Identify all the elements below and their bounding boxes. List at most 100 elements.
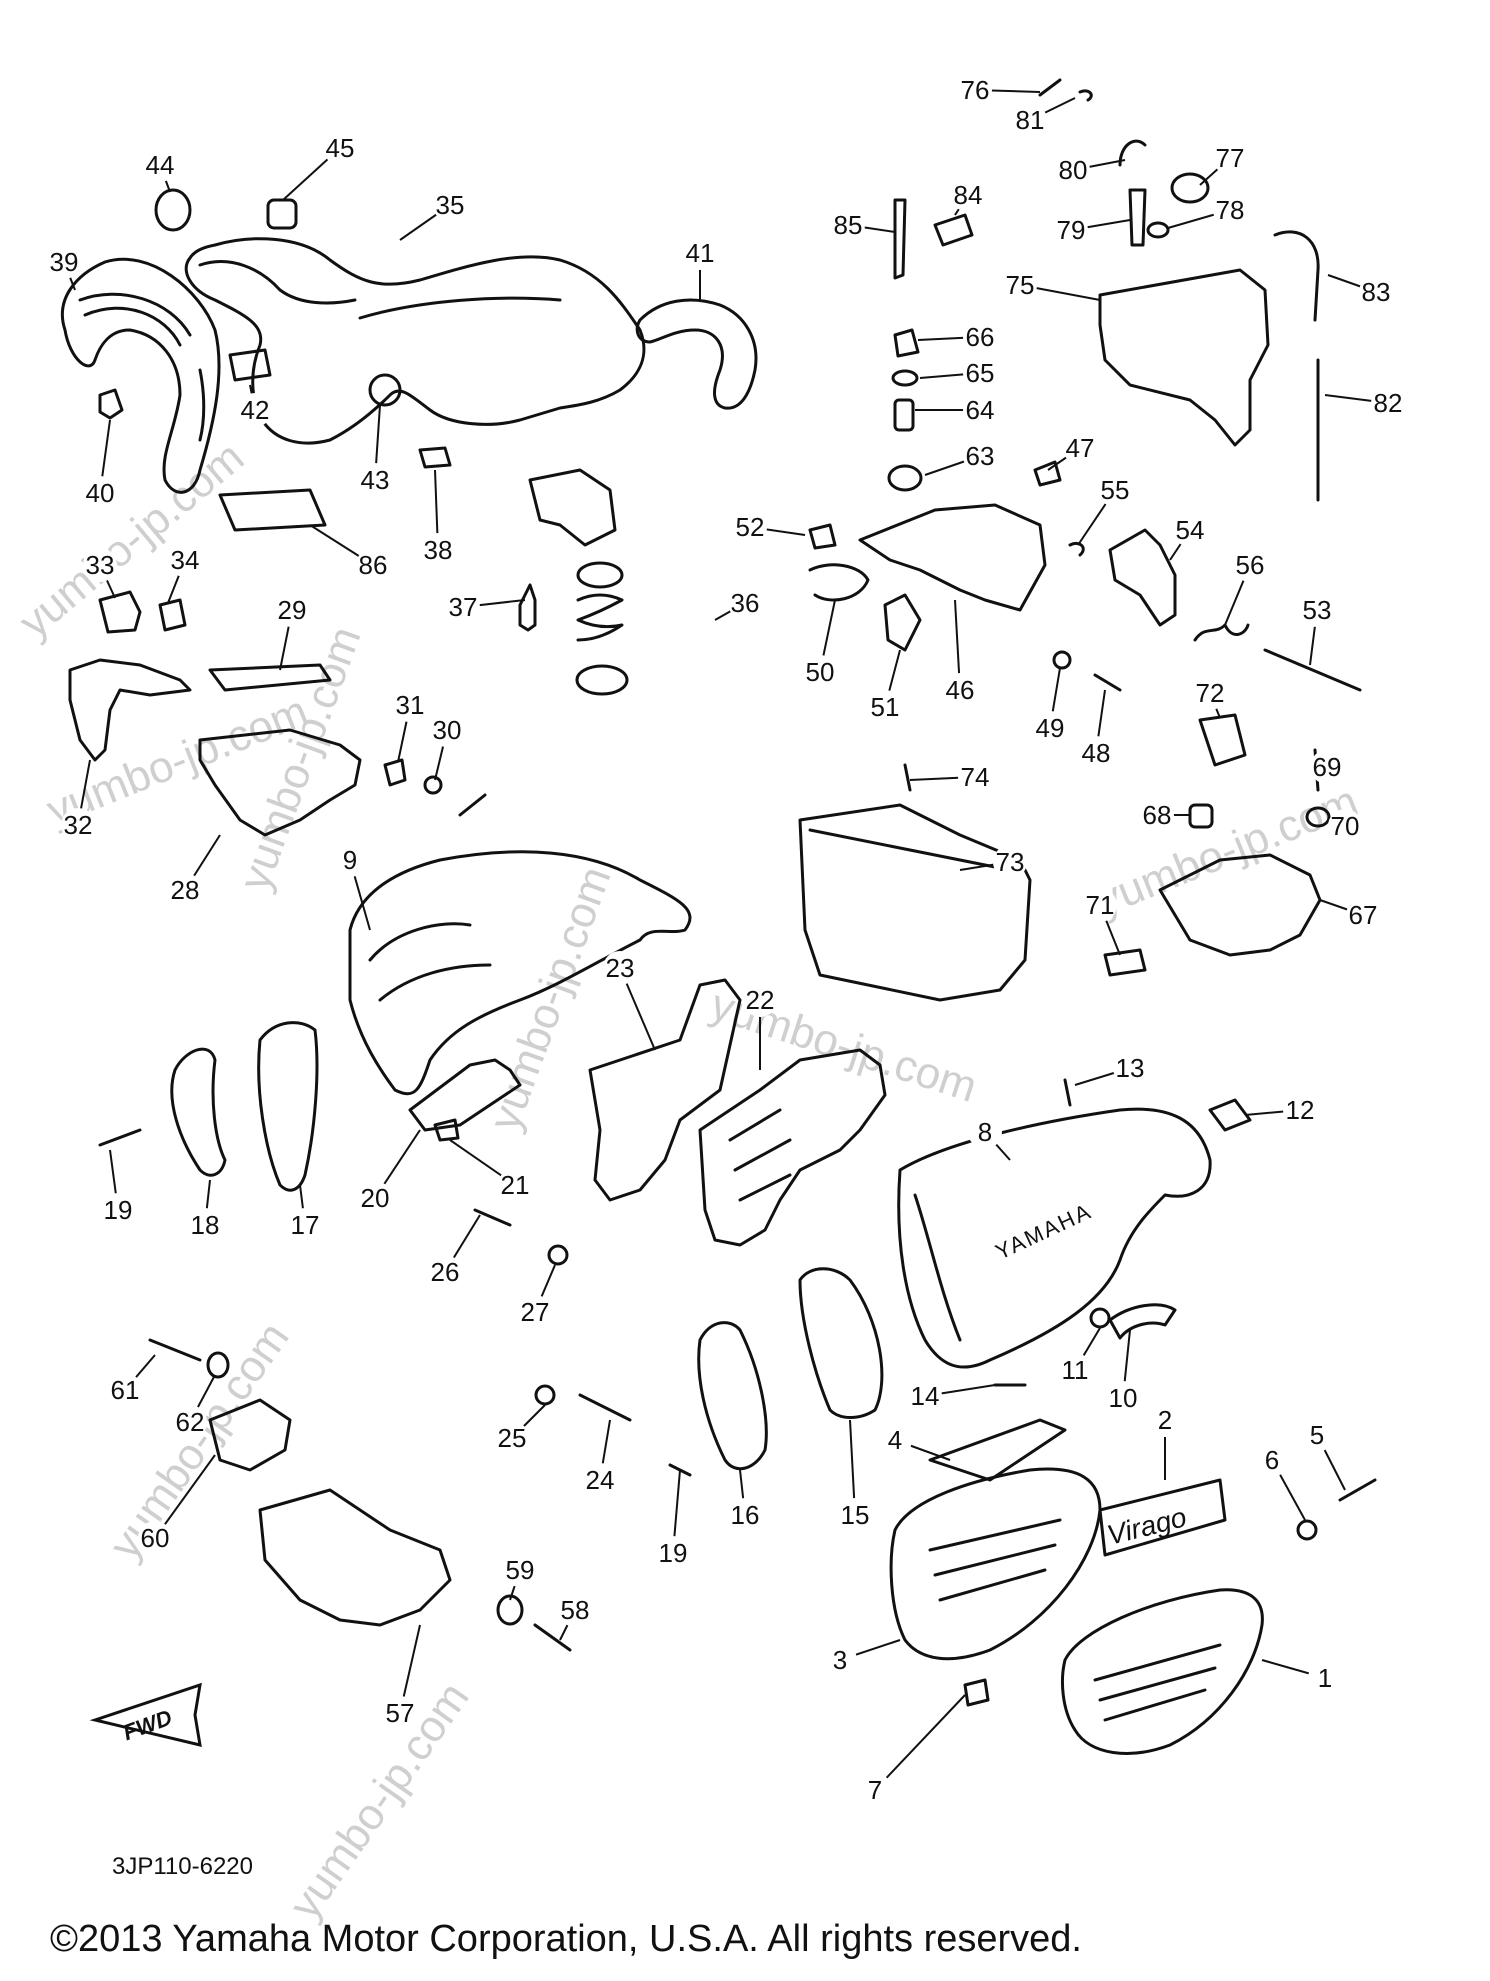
callout-number: 83 xyxy=(1362,277,1391,307)
callout-number: 80 xyxy=(1059,155,1088,185)
callout-number: 81 xyxy=(1016,105,1045,135)
part-52-plate xyxy=(883,593,922,652)
callout-number: 70 xyxy=(1331,811,1360,841)
callout-number: 84 xyxy=(954,180,983,210)
callout-number: 9 xyxy=(343,845,357,875)
callout-label-bg xyxy=(656,1536,690,1570)
part-37-washer xyxy=(576,561,624,589)
part-1-side-cover-ribs xyxy=(1093,1643,1222,1722)
part-42-grab-handle xyxy=(635,298,758,410)
callout-number: 53 xyxy=(1303,595,1332,625)
callout-label-bg xyxy=(138,1521,172,1555)
callout-number: 6 xyxy=(1265,1445,1279,1475)
part-10-clamp xyxy=(1108,1303,1177,1340)
callout-label-bg xyxy=(1033,711,1067,745)
callout-number: 10 xyxy=(1109,1383,1138,1413)
callout-number: 73 xyxy=(996,847,1025,877)
part-8-side-cover xyxy=(897,1107,1212,1369)
callout-label-bg xyxy=(1359,275,1393,309)
callout-label-bg xyxy=(393,688,427,722)
part-25-washer xyxy=(534,1384,556,1406)
callout-label-bg xyxy=(383,1696,417,1730)
part-1-side-cover xyxy=(1060,1588,1264,1755)
callout-number: 41 xyxy=(686,238,715,268)
callout-label-bg xyxy=(275,593,309,627)
callout-number: 52 xyxy=(736,512,765,542)
callout-number: 37 xyxy=(449,592,478,622)
part-84-hose xyxy=(1273,230,1320,322)
callout-number: 55 xyxy=(1101,475,1130,505)
callout-label-bg xyxy=(83,548,117,582)
part-47-bracket xyxy=(858,503,1047,612)
part-50-washer xyxy=(1052,650,1072,670)
callout-label-bg xyxy=(803,655,837,689)
callout-number: 38 xyxy=(424,535,453,565)
part-56-clip xyxy=(1068,541,1085,557)
part-7-clip xyxy=(963,1678,990,1707)
part-71-nut xyxy=(1305,806,1331,828)
callout-number: 48 xyxy=(1082,738,1111,768)
callout-label-bg xyxy=(498,1168,532,1202)
callout-number: 27 xyxy=(521,1297,550,1327)
callout-label-bg xyxy=(831,208,865,242)
callout-number: 72 xyxy=(1196,678,1225,708)
callout-number: 33 xyxy=(86,550,115,580)
part-60-washer xyxy=(496,1594,524,1626)
callout-label-bg xyxy=(1346,898,1380,932)
callout-label-bg xyxy=(358,1181,392,1215)
callout-label-bg xyxy=(683,236,717,270)
callout-label-bg xyxy=(1300,1418,1334,1452)
callout-label-bg xyxy=(47,245,81,279)
callout-label-bg xyxy=(168,543,202,577)
callout-number: 30 xyxy=(433,715,462,745)
callout-label-bg xyxy=(963,320,997,354)
callout-label-bg xyxy=(83,476,117,510)
part-45-cap xyxy=(154,188,192,232)
part-43-pad xyxy=(228,348,272,382)
leader-line xyxy=(154,1454,216,1539)
callout-number: 28 xyxy=(171,875,200,905)
callout-label-bg xyxy=(1255,1443,1289,1477)
callout-label-bg xyxy=(1056,153,1090,187)
callout-number: 35 xyxy=(436,190,465,220)
leader-line xyxy=(874,1694,966,1791)
callout-number: 45 xyxy=(326,133,355,163)
part-5-bolt xyxy=(1338,1478,1377,1502)
callout-number: 26 xyxy=(431,1257,460,1287)
callout-number: 24 xyxy=(586,1465,615,1495)
part-40-grab-rail-ribs xyxy=(78,292,206,442)
callout-label-bg xyxy=(1213,141,1247,175)
part-28-cover xyxy=(198,728,362,837)
callout-number: 23 xyxy=(606,953,635,983)
callout-number: 31 xyxy=(396,690,425,720)
callout-label-bg xyxy=(428,1255,462,1289)
part-18-cover xyxy=(170,1047,227,1177)
callout-label-bg xyxy=(1079,736,1113,770)
part-75-bolt xyxy=(903,763,912,792)
callout-number: 39 xyxy=(50,247,79,277)
callout-label-bg xyxy=(168,873,202,907)
callout-label-bg xyxy=(823,1643,857,1677)
part-9-side-cover-inner xyxy=(368,922,492,1002)
callout-number: 16 xyxy=(731,1500,760,1530)
callout-label-bg xyxy=(1233,548,1267,582)
callout-number: 18 xyxy=(191,1210,220,1240)
callout-number: 1 xyxy=(1318,1663,1332,1693)
part-46-nut xyxy=(266,198,298,230)
callout-label-bg xyxy=(963,393,997,427)
callout-label-bg xyxy=(558,1593,592,1627)
callout-label-bg xyxy=(1283,1093,1317,1127)
callout-label-bg xyxy=(728,1498,762,1532)
part-20-bracket xyxy=(408,1058,522,1132)
part-77-pin xyxy=(1038,78,1062,97)
callout-number: 85 xyxy=(834,210,863,240)
callout-label-bg xyxy=(1063,431,1097,465)
callout-label-bg xyxy=(358,463,392,497)
callout-label-bg xyxy=(1013,103,1047,137)
part-22-plate-details xyxy=(728,1108,792,1202)
callout-label-bg xyxy=(173,1405,207,1439)
callout-label-bg xyxy=(993,845,1027,879)
part-23-plate xyxy=(588,978,742,1202)
part-54-shaft xyxy=(1263,648,1362,692)
